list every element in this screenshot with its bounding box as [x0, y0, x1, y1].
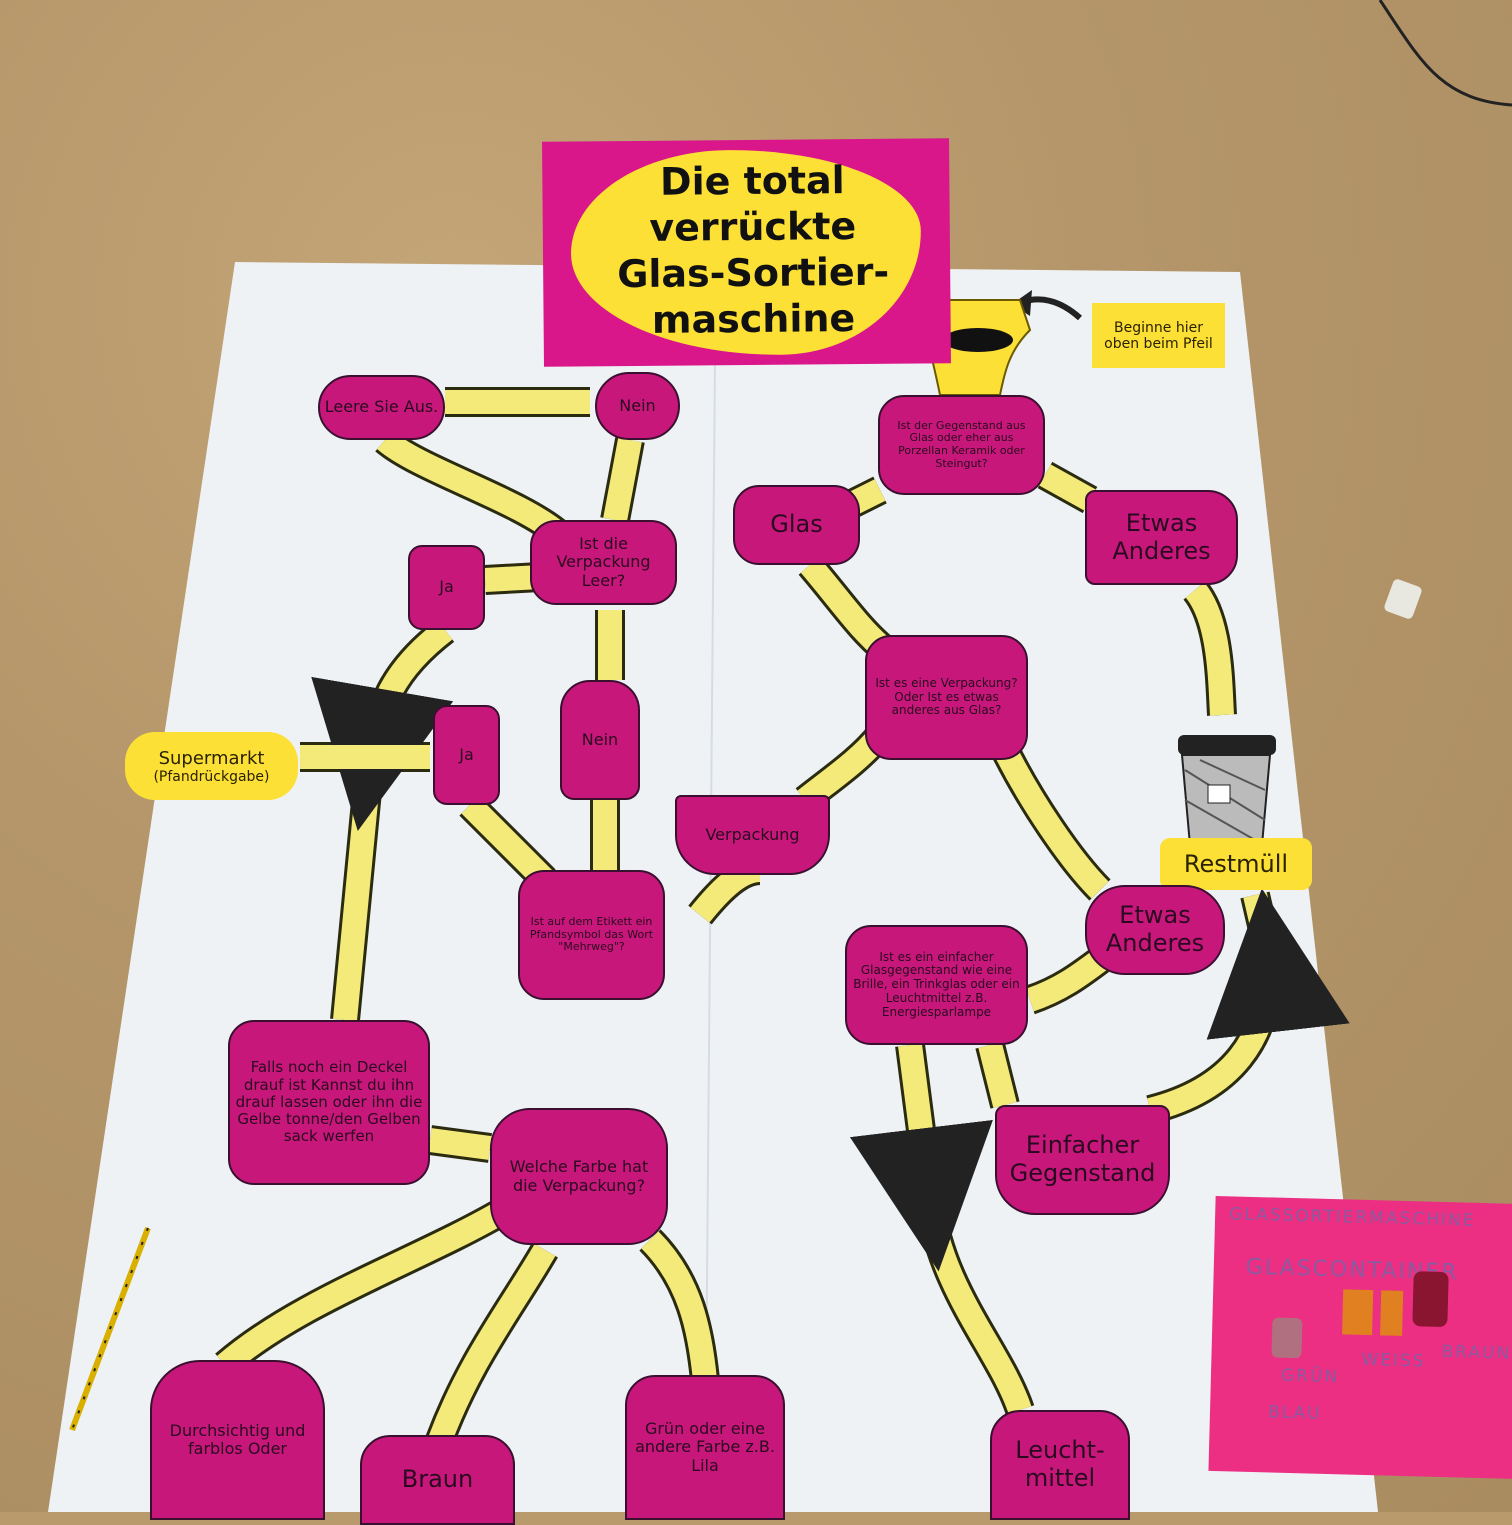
node-lid-note: Falls noch ein Deckel drauf ist Kannst d… [228, 1020, 430, 1185]
cable [1378, 0, 1512, 107]
node-einfacher-gegenstand: Einfacher Gegenstand [995, 1105, 1170, 1215]
node-ja-top: Ja [408, 545, 485, 630]
bottle-drawing [1342, 1289, 1374, 1336]
label-supermarkt: Supermarkt (Pfandrückgabe) [125, 732, 298, 800]
bottle-drawing [1412, 1271, 1449, 1328]
bottle-drawing [1380, 1290, 1404, 1336]
question-color: Welche Farbe hat die Verpackung? [490, 1108, 668, 1245]
title-line: Glas-Sortier- [617, 249, 890, 297]
node-leere-sie-aus: Leere Sie Aus. [318, 375, 445, 440]
node-durchsichtig: Durchsichtig und farblos Oder [150, 1360, 325, 1520]
color-green: GRÜN [1280, 1365, 1340, 1388]
side-card-heading: GLASSORTIERMASCHINE [1228, 1204, 1476, 1231]
eraser [1384, 579, 1422, 619]
node-etwas-anderes-mid: Etwas Anderes [1085, 885, 1225, 975]
node-nein-mid: Nein [560, 680, 640, 800]
trash-can-icon [1178, 735, 1276, 846]
bottle-drawing [1271, 1317, 1303, 1359]
side-card-glass-container: GLASSORTIERMASCHINE GLASCONTAINER GRÜN W… [1208, 1195, 1512, 1480]
question-empty: Ist die Verpackung Leer? [530, 520, 677, 605]
node-nein-top: Nein [595, 372, 680, 440]
color-brown: BRAUN [1441, 1341, 1512, 1364]
color-white: WEISS [1361, 1349, 1426, 1372]
question-packaging: Ist es eine Verpackung? Oder Ist es etwa… [865, 635, 1028, 760]
question-glass-or-porcelain: Ist der Gegenstand aus Glas oder eher au… [878, 395, 1045, 495]
question-simple-object: Ist es ein einfacher Glasgegenstand wie … [845, 925, 1028, 1045]
question-label: Ist auf dem Etikett ein Pfandsymbol das … [518, 870, 665, 1000]
node-glas: Glas [733, 485, 860, 565]
node-gruen: Grün oder eine andere Farbe z.B. Lila [625, 1375, 785, 1520]
supermarkt-text: Supermarkt [158, 747, 265, 769]
color-blue: BLAU [1267, 1402, 1322, 1424]
title-line: maschine [651, 296, 856, 342]
title-line: verrückte [649, 204, 857, 250]
title-card: Die total verrückte Glas-Sortier- maschi… [542, 138, 951, 367]
node-braun: Braun [360, 1435, 515, 1525]
start-hint: Beginne hier oben beim Pfeil [1092, 303, 1225, 368]
node-verpackung: Verpackung [675, 795, 830, 875]
title-line: Die total [659, 158, 845, 204]
poster-title: Die total verrückte Glas-Sortier- maschi… [582, 156, 924, 343]
label-restmuell: Restmüll [1160, 838, 1312, 890]
node-etwas-anderes-top: Etwas Anderes [1085, 490, 1238, 585]
pfandrueckgabe-text: (Pfandrückgabe) [153, 768, 270, 785]
node-leuchtmittel: Leucht-mittel [990, 1410, 1130, 1520]
node-ja-mid: Ja [433, 705, 500, 805]
